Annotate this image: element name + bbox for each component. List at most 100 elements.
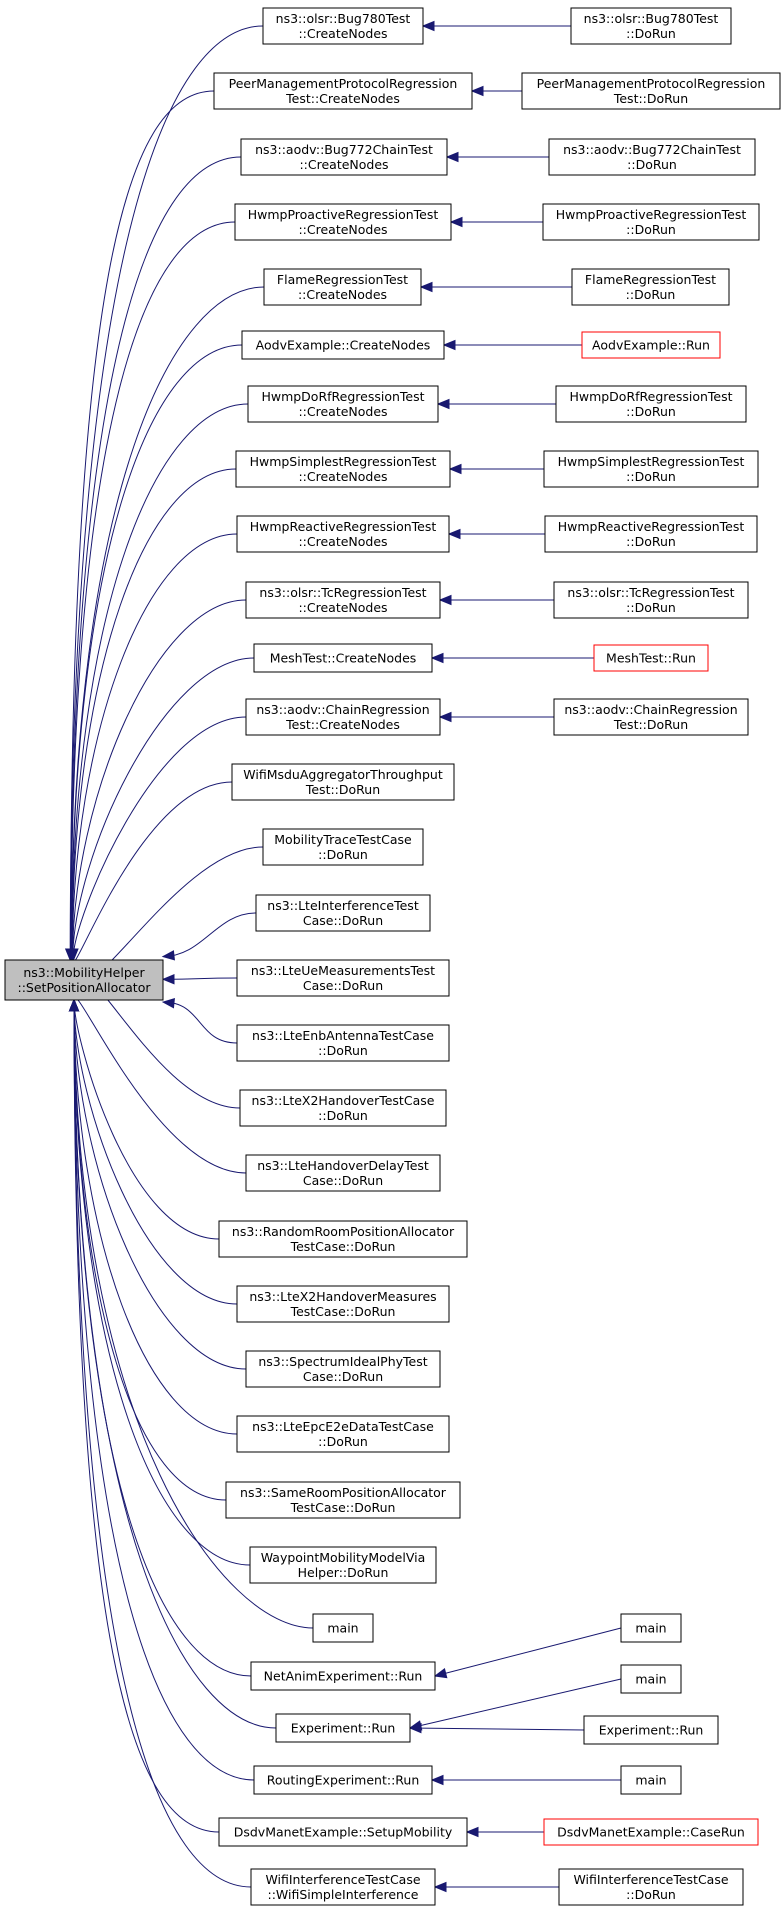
node-c12[interactable]: ns3::aodv::ChainRegressionTest::CreateNo… <box>245 698 441 736</box>
node-c28[interactable]: Experiment::Run <box>275 1713 411 1743</box>
node-c18[interactable]: ns3::LteX2HandoverTestCase::DoRun <box>239 1089 447 1127</box>
node-c4[interactable]: HwmpProactiveRegressionTest::CreateNodes <box>234 203 452 241</box>
node-label: ::CreateNodes <box>299 157 388 172</box>
node-d8[interactable]: HwmpSimplestRegressionTest::DoRun <box>543 450 759 488</box>
node-c2[interactable]: PeerManagementProtocolRegressionTest::Cr… <box>213 72 473 110</box>
edge-root-c10 <box>67 599 247 962</box>
node-c20[interactable]: ns3::RandomRoomPositionAllocatorTestCase… <box>218 1220 468 1258</box>
node-label: ns3::MobilityHelper <box>23 965 145 980</box>
node-d6[interactable]: AodvExample::Run <box>581 331 721 359</box>
node-label: ns3::olsr::Bug780Test <box>276 11 411 26</box>
node-label: ::DoRun <box>318 1108 368 1123</box>
edge-c5-d5 <box>419 281 572 293</box>
node-label: Helper::DoRun <box>298 1565 389 1580</box>
node-c17[interactable]: ns3::LteEnbAntennaTestCase::DoRun <box>236 1024 450 1062</box>
node-label: ns3::LteHandoverDelayTest <box>257 1158 429 1173</box>
node-label: HwmpReactiveRegressionTest <box>250 519 437 534</box>
node-c1[interactable]: ns3::olsr::Bug780Test::CreateNodes <box>262 7 424 45</box>
node-label: main <box>635 1672 666 1687</box>
edge-c1-d1 <box>421 20 571 32</box>
node-c6[interactable]: AodvExample::CreateNodes <box>241 330 445 360</box>
node-label: Case::DoRun <box>303 978 383 993</box>
node-d17[interactable]: DsdvManetExample::CaseRun <box>543 1818 759 1846</box>
node-c10[interactable]: ns3::olsr::TcRegressionTest::CreateNodes <box>245 581 441 619</box>
node-d16[interactable]: main <box>620 1765 682 1795</box>
node-c21[interactable]: ns3::LteX2HandoverMeasuresTestCase::DoRu… <box>236 1285 450 1323</box>
node-d3[interactable]: ns3::aodv::Bug772ChainTest::DoRun <box>548 138 756 176</box>
node-d1[interactable]: ns3::olsr::Bug780Test::DoRun <box>570 7 732 45</box>
edge-c28-d15 <box>408 1722 585 1734</box>
node-d4[interactable]: HwmpProactiveRegressionTest::DoRun <box>542 203 760 241</box>
node-c23[interactable]: ns3::LteEpcE2eDataTestCase::DoRun <box>236 1415 450 1453</box>
edge-c8-d8 <box>448 463 544 475</box>
node-c8[interactable]: HwmpSimplestRegressionTest::CreateNodes <box>235 450 451 488</box>
node-d11[interactable]: MeshTest::Run <box>593 644 709 672</box>
node-label: ::CreateNodes <box>298 222 387 237</box>
node-root[interactable]: ns3::MobilityHelper::SetPositionAllocato… <box>4 959 164 1001</box>
node-label: WifiInterferenceTestCase <box>573 1872 728 1887</box>
node-label: ::SetPositionAllocator <box>18 980 152 995</box>
node-label: HwmpReactiveRegressionTest <box>558 519 745 534</box>
node-label: ::CreateNodes <box>298 287 387 302</box>
node-c14[interactable]: MobilityTraceTestCase::DoRun <box>262 828 424 866</box>
edge-root-c29 <box>68 998 255 1781</box>
node-d15[interactable]: Experiment::Run <box>583 1715 719 1745</box>
node-d13[interactable]: main <box>620 1613 682 1643</box>
node-c24[interactable]: ns3::SameRoomPositionAllocatorTestCase::… <box>225 1481 461 1519</box>
node-d7[interactable]: HwmpDoRfRegressionTest::DoRun <box>555 385 747 423</box>
node-c3[interactable]: ns3::aodv::Bug772ChainTest::CreateNodes <box>240 138 448 176</box>
node-d2[interactable]: PeerManagementProtocolRegressionTest::Do… <box>521 72 781 110</box>
node-label: HwmpDoRfRegressionTest <box>569 389 732 404</box>
node-c27[interactable]: NetAnimExperiment::Run <box>250 1661 436 1691</box>
edges <box>64 20 622 1893</box>
node-label: WifiInterferenceTestCase <box>265 1872 420 1887</box>
node-label: ns3::RandomRoomPositionAllocator <box>232 1224 455 1239</box>
node-c29[interactable]: RoutingExperiment::Run <box>253 1765 433 1795</box>
node-c30[interactable]: DsdvManetExample::SetupMobility <box>218 1817 468 1847</box>
edge-root-c20 <box>68 998 220 1240</box>
node-label: ns3::LteEpcE2eDataTestCase <box>252 1419 434 1434</box>
node-label: ::DoRun <box>318 1434 368 1449</box>
node-c11[interactable]: MeshTest::CreateNodes <box>253 643 433 673</box>
node-label: MeshTest::CreateNodes <box>270 651 417 666</box>
node-label: DsdvManetExample::SetupMobility <box>234 1825 453 1840</box>
node-label: main <box>635 1773 666 1788</box>
edge-c9-d9 <box>447 528 545 540</box>
node-d18[interactable]: WifiInterferenceTestCase::DoRun <box>558 1868 744 1906</box>
edge-root-c17 <box>161 998 238 1044</box>
edge-root-c19 <box>68 997 247 1174</box>
node-label: Test::CreateNodes <box>285 91 400 106</box>
node-c7[interactable]: HwmpDoRfRegressionTest::CreateNodes <box>247 385 439 423</box>
edge-c7-d7 <box>436 398 556 410</box>
node-label: Test::DoRun <box>305 782 380 797</box>
node-c5[interactable]: FlameRegressionTest::CreateNodes <box>263 268 422 306</box>
edge-root-c12 <box>67 716 247 962</box>
node-label: HwmpProactiveRegressionTest <box>248 207 439 222</box>
node-d10[interactable]: ns3::olsr::TcRegressionTest::DoRun <box>553 581 749 619</box>
node-label: PeerManagementProtocolRegression <box>229 76 458 91</box>
node-d14[interactable]: main <box>620 1664 682 1694</box>
edge-root-c5 <box>65 286 265 962</box>
node-label: ns3::LteX2HandoverTestCase <box>252 1093 435 1108</box>
node-label: AodvExample::Run <box>592 338 710 353</box>
node-d9[interactable]: HwmpReactiveRegressionTest::DoRun <box>544 515 758 553</box>
node-label: DsdvManetExample::CaseRun <box>557 1825 745 1840</box>
node-label: ns3::aodv::ChainRegression <box>256 702 429 717</box>
node-label: ::DoRun <box>318 847 368 862</box>
node-c26[interactable]: main <box>312 1613 374 1643</box>
node-label: ::DoRun <box>626 534 676 549</box>
node-d5[interactable]: FlameRegressionTest::DoRun <box>571 268 730 306</box>
node-label: ns3::LteUeMeasurementsTest <box>251 963 435 978</box>
node-c31[interactable]: WifiInterferenceTestCase::WifiSimpleInte… <box>250 1868 436 1906</box>
node-c9[interactable]: HwmpReactiveRegressionTest::CreateNodes <box>236 515 450 553</box>
node-label: ::DoRun <box>626 469 676 484</box>
node-label: ns3::olsr::TcRegressionTest <box>259 585 426 600</box>
